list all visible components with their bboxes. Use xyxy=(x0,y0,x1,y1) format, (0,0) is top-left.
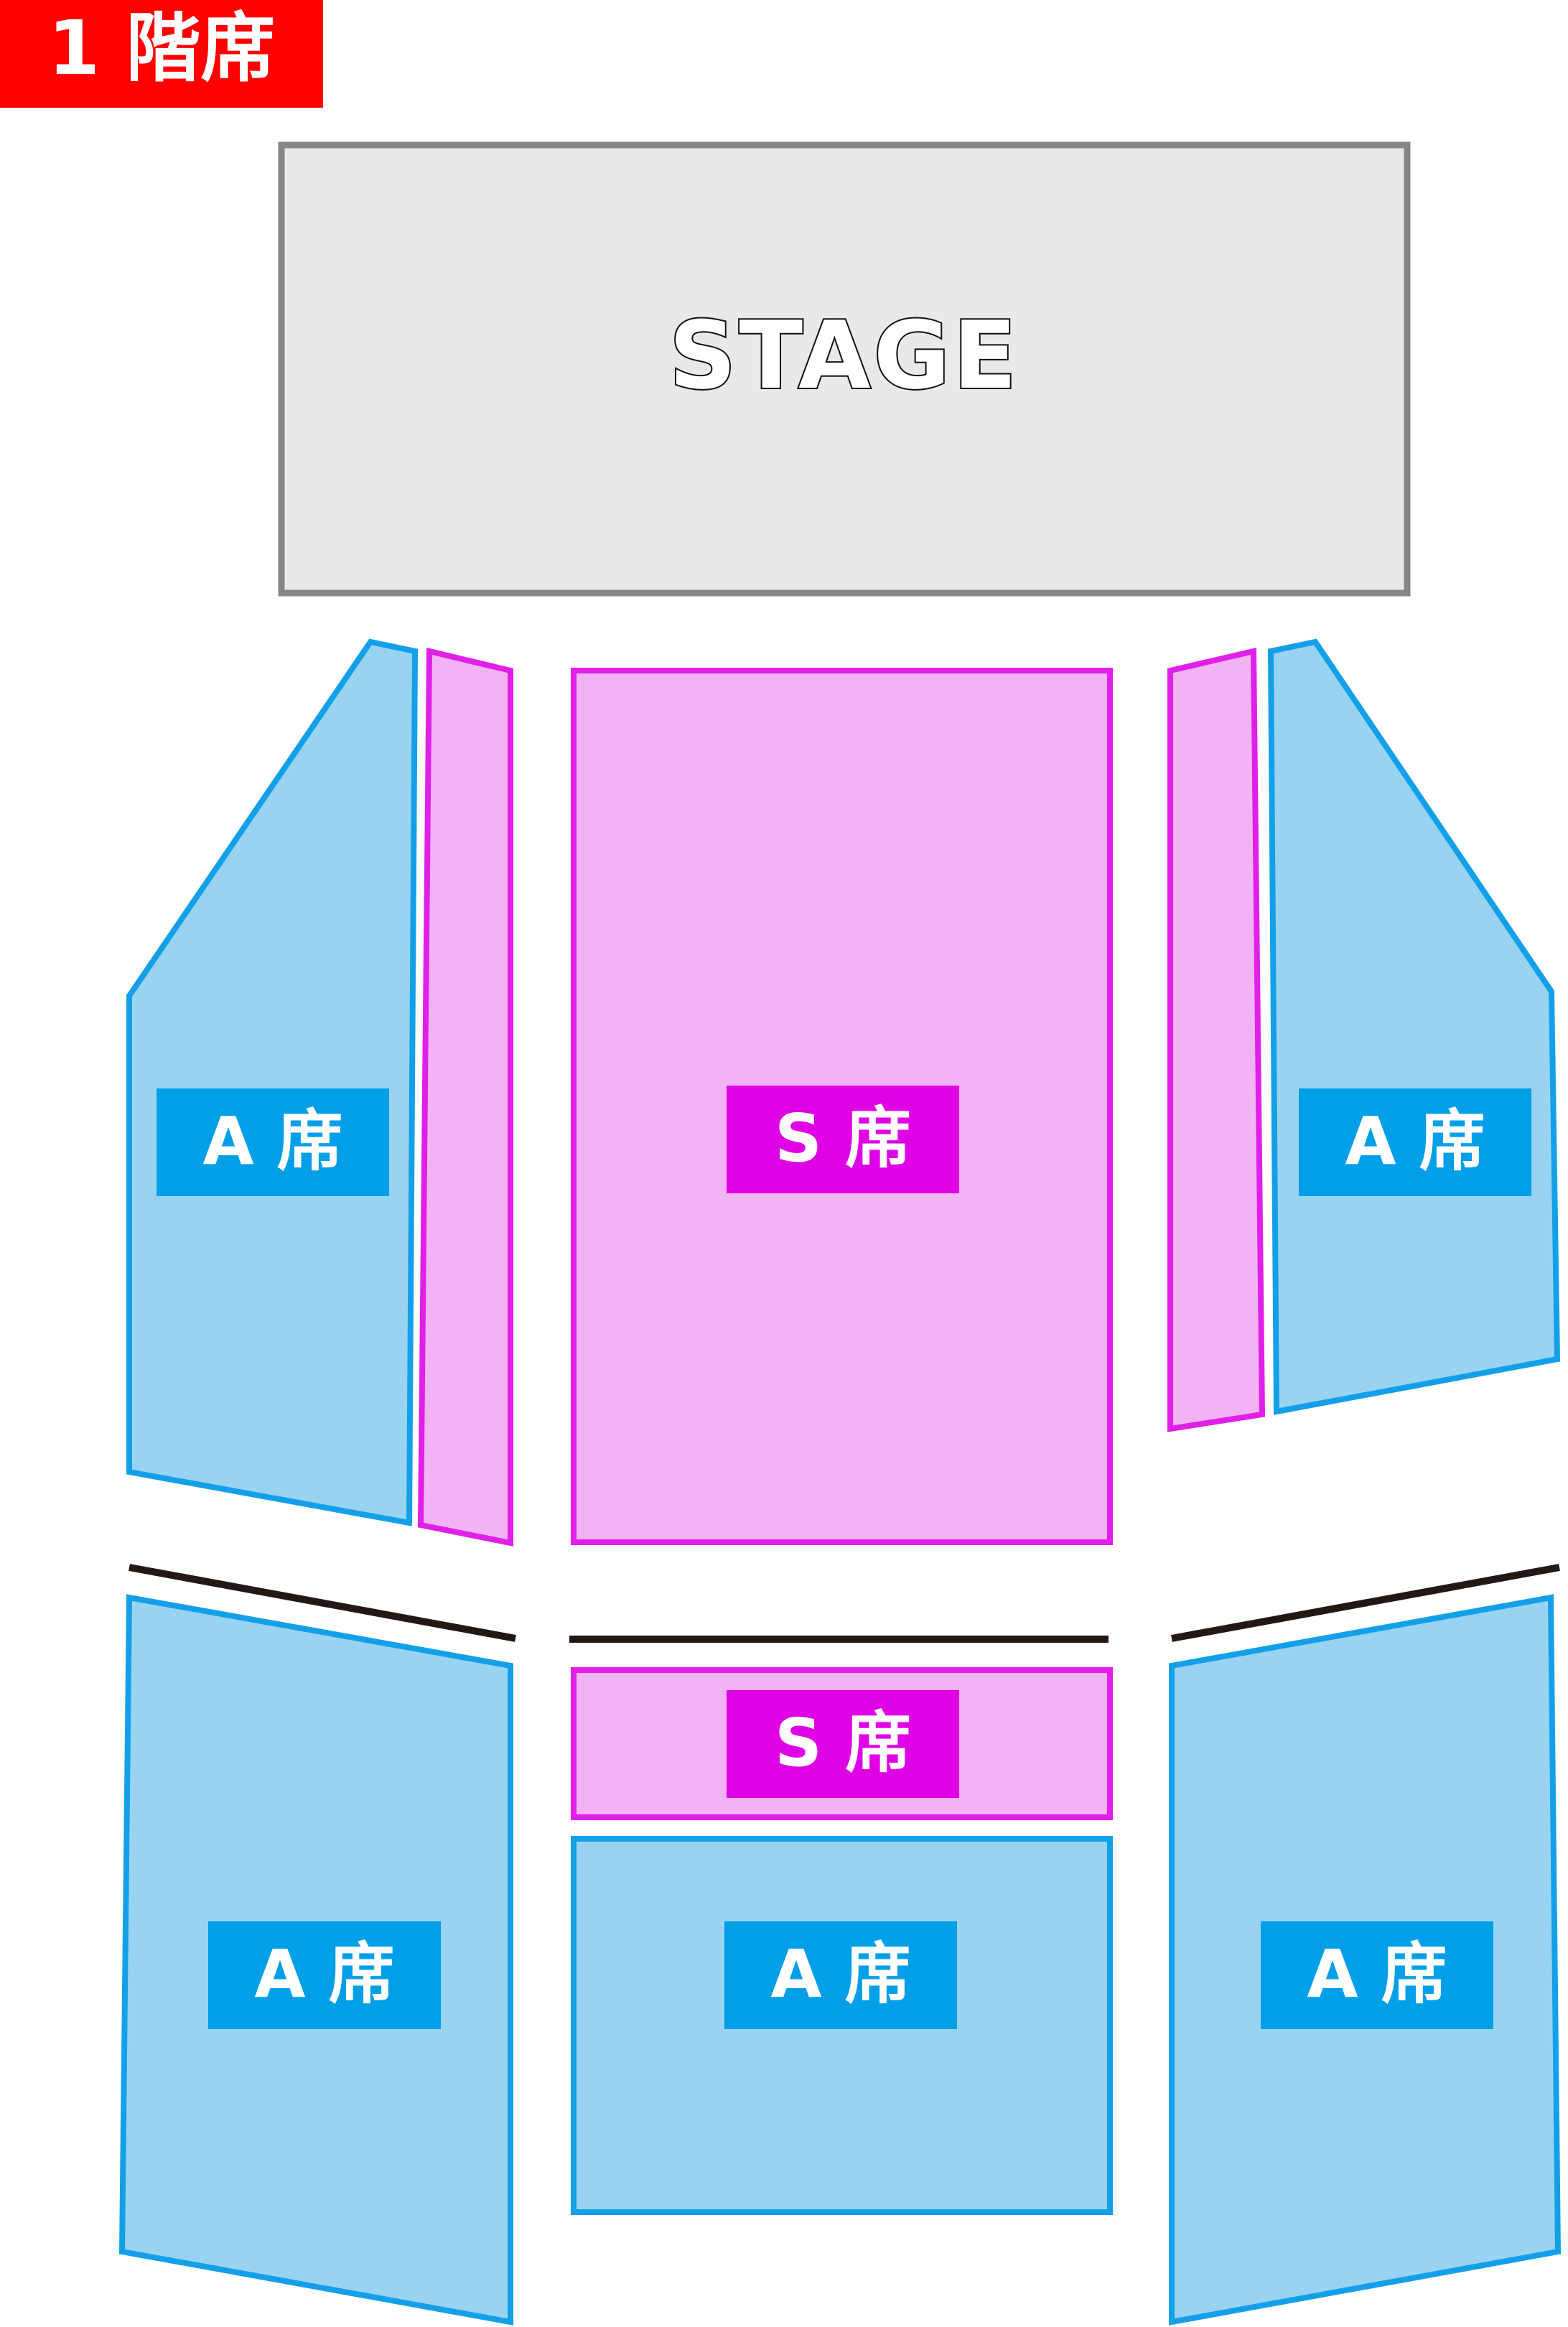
seat-label-s-rear-center: S 席 xyxy=(727,1690,959,1798)
seat-block-s-front-left-strip[interactable] xyxy=(417,647,513,1547)
floor-badge: 1 階席 xyxy=(0,0,323,108)
stage-area xyxy=(278,141,1411,597)
seat-block-a-front-left[interactable] xyxy=(126,638,419,1526)
seat-label-a-front-left: A 席 xyxy=(157,1088,389,1196)
seat-block-a-front-right[interactable] xyxy=(1267,638,1561,1415)
seat-label-a-rear-right: A 席 xyxy=(1261,1921,1493,2029)
seat-label-text: S 席 xyxy=(775,1100,911,1177)
seat-label-text: A 席 xyxy=(1345,1103,1485,1180)
seat-label-a-rear-center: A 席 xyxy=(724,1921,957,2029)
floor-badge-bg xyxy=(0,0,323,108)
floor-badge-label: 1 階席 xyxy=(48,4,276,92)
seat-label-text: A 席 xyxy=(770,1936,910,2013)
seat-label-s-front-center: S 席 xyxy=(727,1086,959,1193)
seat-label-a-front-right: A 席 xyxy=(1299,1088,1531,1196)
seat-label-text: S 席 xyxy=(775,1705,911,1781)
seat-label-bg xyxy=(1299,1088,1531,1196)
seat-label-bg xyxy=(1261,1921,1493,2029)
seat-label-bg xyxy=(727,1690,959,1798)
divider-left xyxy=(129,1564,516,1642)
seat-label-text: A 席 xyxy=(254,1936,394,2013)
seat-label-bg xyxy=(208,1921,441,2029)
seat-block-s-front-right-strip[interactable] xyxy=(1167,647,1266,1432)
divider-right xyxy=(1171,1564,1560,1642)
seat-label-bg xyxy=(157,1088,389,1196)
seat-label-a-rear-left: A 席 xyxy=(208,1921,441,2029)
seat-label-text: A 席 xyxy=(202,1103,342,1180)
stage-label: STAGE xyxy=(669,301,1019,410)
seat-label-bg xyxy=(727,1086,959,1193)
seat-label-bg xyxy=(724,1921,957,2029)
stage: STAGE xyxy=(278,141,1411,597)
seat-label-text: A 席 xyxy=(1307,1936,1447,2013)
